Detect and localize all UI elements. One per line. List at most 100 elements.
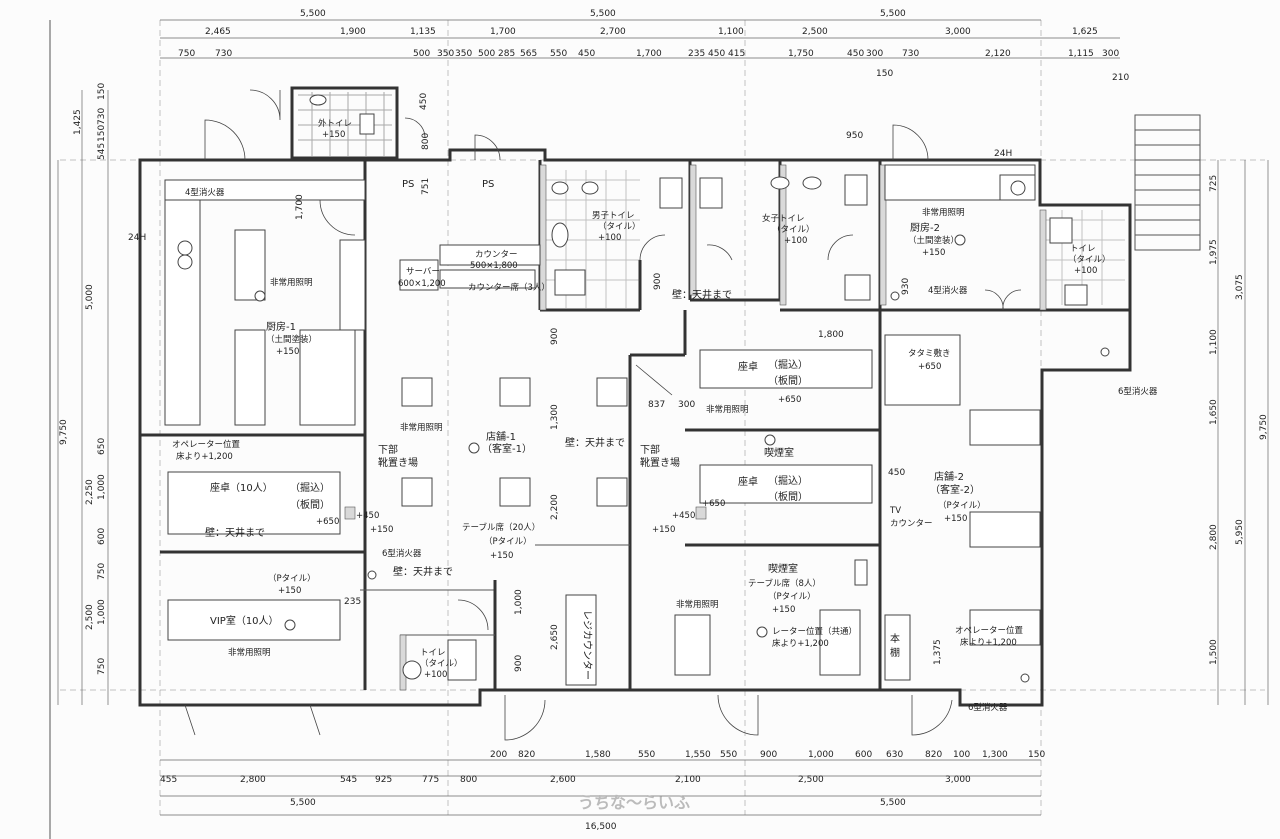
- dim-bottom-row2-7: 2,600: [550, 775, 576, 785]
- dim-left-detail-4: 1,425: [73, 109, 83, 135]
- dim-bottom-row1-2: 820: [518, 750, 535, 760]
- dim-left-detail-11: 750: [97, 658, 107, 675]
- dim-left-detail-10: 1,000: [97, 599, 107, 625]
- tv-label: TV: [889, 506, 901, 516]
- dim-left-detail-5: 545: [97, 143, 107, 160]
- tile-patterns: [298, 92, 1125, 308]
- dim-left-detail-1: 150: [97, 83, 107, 100]
- room-zataku-a-dig: （掘込）: [768, 358, 808, 371]
- dim-int-6: 900: [550, 328, 560, 345]
- dim-top-row2-8: 3,000: [945, 27, 971, 37]
- dim-bottom-row1-1: 200: [490, 750, 507, 760]
- room-tatami-level: +650: [918, 362, 941, 372]
- room-womens-toilet: 女子トイレ: [762, 213, 805, 224]
- dim-right-inner-2: 1,975: [1209, 239, 1219, 265]
- dim-right-inner-7: 5,950: [1235, 519, 1245, 545]
- dim-bottom-row1-6: 550: [720, 750, 737, 760]
- dim-top-row2-1: 2,465: [205, 27, 231, 37]
- dim-int-18: 235: [344, 597, 361, 607]
- dim-int-5: 900: [653, 273, 663, 290]
- dim-bottom-row1-4: 550: [638, 750, 655, 760]
- operator1-line1: オペレーター位置: [172, 439, 241, 450]
- dim-top-row3b-16: 730: [902, 49, 919, 59]
- dim-top-misc-3: 950: [846, 131, 863, 141]
- room-zataku10-level: +650: [316, 517, 339, 527]
- room-kitchen2-finish: （土間塗装）: [908, 235, 959, 246]
- dim-right-outer: 9,750: [1259, 414, 1269, 440]
- ps-2: PS: [482, 179, 494, 190]
- dim-top-row2-3: 1,135: [410, 27, 436, 37]
- room-mens-toilet-finish: （タイル）: [598, 221, 641, 232]
- dim-int-15: 930: [901, 278, 911, 295]
- dim-top-row3b-18: 1,115: [1068, 49, 1094, 59]
- room-tatami: タタミ敷き: [908, 348, 951, 359]
- room-kitchen1: 厨房-1: [266, 320, 296, 333]
- dim-top-row3b-17: 2,120: [985, 49, 1011, 59]
- room-toilet-r-level: +100: [1074, 266, 1097, 276]
- dim-int-4: 751: [421, 178, 431, 195]
- room-kitchen1-finish: （土間塗装）: [266, 334, 317, 345]
- dim-int-10: 1,000: [514, 589, 524, 615]
- dim-top-row3b-10: 235: [688, 49, 705, 59]
- dimension-lines: [57, 19, 1269, 816]
- room-zataku-b-dig: （掘込）: [768, 474, 808, 487]
- room-kitchen2-level: +150: [922, 248, 945, 258]
- operator3-line1: オペレーター位置: [955, 625, 1024, 636]
- dim-top-row3b-13: 1,750: [788, 49, 814, 59]
- room-smoking2: 喫煙室: [768, 562, 798, 575]
- extinguisher6-1: 6型消火器: [382, 548, 422, 559]
- dim-int-8: 2,200: [550, 494, 560, 520]
- dim-bottom-row2-6: 800: [460, 775, 477, 785]
- dim-bottom-row1-9: 600: [855, 750, 872, 760]
- room-womens-toilet-level: +100: [784, 236, 807, 246]
- dim-top-misc-1: 150: [876, 69, 893, 79]
- dim-int-7: 1,300: [550, 404, 560, 430]
- dim-bottom-row1-10: 630: [886, 750, 903, 760]
- operator2-line2: 床より+1,200: [772, 638, 829, 649]
- room-toilet-s-finish: （タイル）: [420, 658, 463, 669]
- dim-bottom-row1-13: 1,300: [982, 750, 1008, 760]
- shoe2-line2: 靴置き場: [640, 456, 680, 469]
- dim-int-17: 1,375: [933, 639, 943, 665]
- counter-seat: カウンター席（3人）: [468, 282, 550, 293]
- dim-bottom-major-2: 5,500: [880, 798, 906, 808]
- room-zataku10-floor: （板間）: [290, 498, 330, 511]
- dim-top-row3b-19: 300: [1102, 49, 1119, 59]
- room-zataku10-dig: （掘込）: [290, 481, 330, 494]
- room-zataku10: 座卓（10人）: [210, 481, 273, 494]
- server-label: サーバー: [406, 267, 440, 277]
- emergency-light-1: 非常用照明: [270, 277, 313, 288]
- emergency-light-4: 非常用照明: [706, 404, 749, 415]
- emergency-light-3: 非常用照明: [228, 647, 271, 658]
- dim-top-row2-2: 1,900: [340, 27, 366, 37]
- dim-bottom-row1-14: 150: [1028, 750, 1045, 760]
- shoe1-line2: 靴置き場: [378, 456, 418, 469]
- dim-int-11: 900: [514, 655, 524, 672]
- emergency-light-5: 非常用照明: [676, 599, 719, 610]
- dim-top-row3a-2: 730: [215, 49, 232, 59]
- dim-top-row3b-14: 450: [847, 49, 864, 59]
- doors: [184, 89, 1022, 741]
- dim-bottom-row1-11: 820: [925, 750, 942, 760]
- room-table20-finish: （Pタイル）: [484, 536, 532, 547]
- dim-bottom-row2-3: 545: [340, 775, 357, 785]
- room-kitchen2: 厨房-2: [910, 221, 940, 234]
- dim-top-row2-7: 2,500: [802, 27, 828, 37]
- equipment-labels: 非常用照明 非常用照明 非常用照明 非常用照明 非常用照明 非常用照明 4型消火…: [172, 187, 1158, 713]
- toilet-fixtures: [309, 94, 1088, 681]
- dim-bottom-row2-5: 775: [422, 775, 439, 785]
- room-shop2-level: +150: [944, 514, 967, 524]
- room-toilet-r: トイレ: [1070, 244, 1096, 254]
- elev-1: +450: [356, 511, 379, 521]
- dim-bottom-row1-7: 900: [760, 750, 777, 760]
- dim-top-row3b-5: 285: [498, 49, 515, 59]
- room-outdoor-toilet: 外トイレ: [318, 118, 352, 129]
- dim-int-13: 300: [678, 400, 695, 410]
- dim-top-row3b-15: 300: [866, 49, 883, 59]
- vertical-dimension-text: 9,750 5,000 2,250 2,500 150 730 150 1,42…: [59, 83, 1269, 675]
- operator1-line2: 床より+1,200: [176, 451, 233, 462]
- wall-ceiling-1: 壁：天井まで: [672, 288, 732, 301]
- room-vip: VIP室（10人）: [210, 614, 279, 627]
- counter-label: カウンター: [475, 250, 518, 260]
- wall-ceiling-2: 壁：天井まで: [565, 436, 625, 449]
